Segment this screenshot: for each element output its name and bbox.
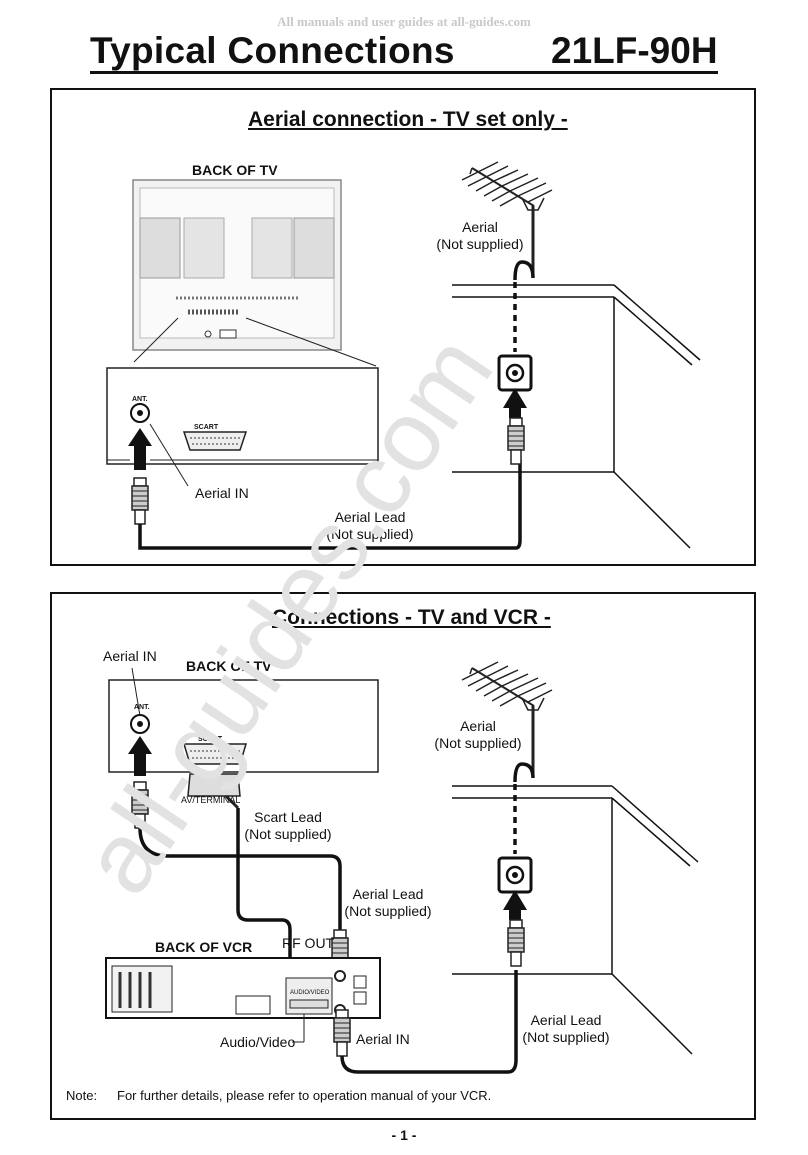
aerial-lead-right-label: Aerial Lead xyxy=(530,1012,602,1028)
site-watermark: All manuals and user guides at all-guide… xyxy=(277,14,531,29)
aerial-in-top-label: Aerial IN xyxy=(103,648,157,664)
back-of-vcr-label: BACK OF VCR xyxy=(155,939,253,955)
back-of-tv-label: BACK OF TV xyxy=(192,162,278,178)
scart-lead-label: Scart Lead xyxy=(254,809,322,825)
title-underline xyxy=(90,71,718,74)
tv-panel-2 xyxy=(108,679,379,773)
ant-port-label-2: ANT. xyxy=(134,704,150,711)
aerial-lead-label: Aerial Lead xyxy=(334,509,406,525)
ant-port-label: ANT. xyxy=(132,396,148,403)
tv-panel-zoom xyxy=(106,367,379,465)
aerial-in-vcr-label: Aerial IN xyxy=(356,1031,410,1047)
tv-vcr-connection-panel xyxy=(50,592,756,1120)
model-number: 21LF-90H xyxy=(551,30,718,71)
aerial-lead-mid-not-supplied: (Not supplied) xyxy=(344,903,432,919)
tv-back-illustration xyxy=(132,179,377,367)
aerial-lead-not-supplied: (Not supplied) xyxy=(326,526,414,542)
scart-port-label: SCART xyxy=(194,424,219,431)
scart-port-label-2: SCART xyxy=(198,736,223,743)
audio-video-port-label: AUDIO/VIDEO xyxy=(290,990,330,996)
wall-illustration-2 xyxy=(452,785,699,1055)
av-terminal-label: AV/TERMINAL xyxy=(181,795,241,805)
back-of-tv-label-2: BACK OF TV xyxy=(186,658,272,674)
aerial-label-2: Aerial xyxy=(460,718,496,734)
rf-out-label: RF OUT xyxy=(282,935,335,951)
page-number: - 1 - xyxy=(391,1127,417,1143)
wall-illustration-1 xyxy=(452,284,701,549)
scart-lead-not-supplied: (Not supplied) xyxy=(244,826,332,842)
aerial-connection-panel xyxy=(50,88,756,566)
aerial-lead-right-not-supplied: (Not supplied) xyxy=(522,1029,610,1045)
aerial-not-supplied-2: (Not supplied) xyxy=(434,735,522,751)
aerial-not-supplied: (Not supplied) xyxy=(436,236,524,252)
aerial-lead-mid-label: Aerial Lead xyxy=(352,886,424,902)
aerial-label: Aerial xyxy=(462,219,498,235)
note-text: For further details, please refer to ope… xyxy=(117,1088,492,1103)
audio-video-label: Audio/Video xyxy=(220,1034,296,1050)
aerial-in-label: Aerial IN xyxy=(195,485,249,501)
note-label: Note: xyxy=(66,1088,98,1103)
section1-heading: Aerial connection - TV set only - xyxy=(248,108,568,131)
page-title: Typical Connections xyxy=(90,30,455,71)
section2-heading: Connections - TV and VCR - xyxy=(272,606,551,629)
vcr-back-illustration xyxy=(105,957,381,1019)
